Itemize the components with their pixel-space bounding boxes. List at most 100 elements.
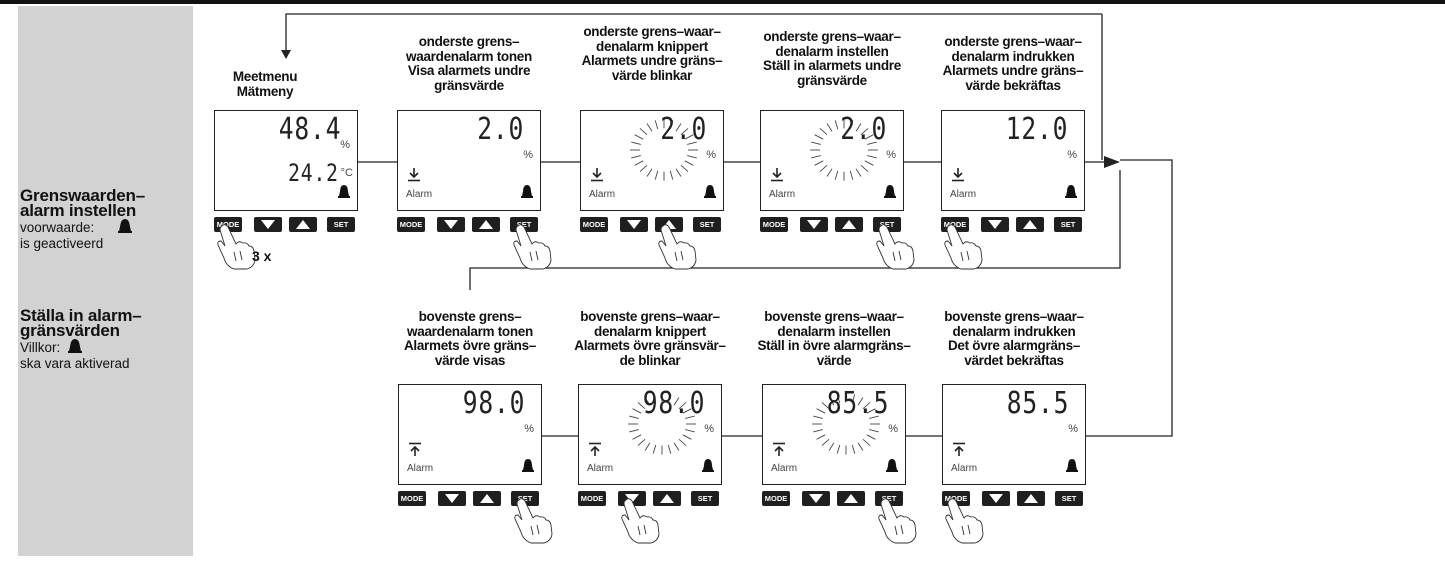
step-caption: MeetmenuMätmeny — [170, 70, 360, 99]
arrow-down-icon — [989, 494, 1003, 503]
arrow-down-icon — [988, 220, 1002, 229]
mode-button[interactable]: MODE — [762, 491, 790, 506]
caption-line: Ställ in alarmets undre — [737, 59, 927, 74]
down-button[interactable] — [981, 217, 1009, 232]
mode-button-label: MODE — [762, 491, 790, 506]
down-button[interactable] — [254, 217, 282, 232]
up-button[interactable] — [473, 491, 501, 506]
lcd-unit: % — [1068, 423, 1078, 435]
caption-line: denalarm indrukken — [918, 50, 1108, 65]
set-button[interactable]: SET — [1054, 217, 1082, 232]
mode-button[interactable]: MODE — [760, 217, 788, 232]
bell-icon — [521, 458, 535, 478]
down-button[interactable] — [800, 217, 828, 232]
mode-button-label: MODE — [578, 491, 606, 506]
alarm-label: Alarm — [589, 189, 615, 200]
caption-line: Alarmets undre gräns– — [918, 64, 1108, 79]
step-caption: onderste grens–waardenalarm tonenVisa al… — [374, 35, 564, 93]
arrow-up-icon — [844, 494, 858, 503]
caption-line: värde visas — [375, 354, 565, 369]
lcd-value: 2.0 — [477, 115, 524, 145]
mode-button[interactable]: MODE — [397, 217, 425, 232]
arrow-up-icon — [842, 220, 856, 229]
hand-pointer-icon — [508, 222, 554, 275]
arrow-down-icon — [807, 220, 821, 229]
caption-line: denalarm knippert — [555, 325, 745, 340]
bell-icon — [1065, 458, 1079, 478]
bell-icon — [885, 458, 899, 478]
down-button[interactable] — [438, 491, 466, 506]
mode-button[interactable]: MODE — [398, 491, 426, 506]
lcd-value: 85.5 — [826, 389, 889, 419]
down-button[interactable] — [802, 491, 830, 506]
alarm-label: Alarm — [950, 189, 976, 200]
up-button[interactable] — [289, 217, 317, 232]
caption-line: Alarmets övre gränsvär– — [555, 339, 745, 354]
lcd-display: 85.5%Alarm — [762, 384, 906, 485]
set-button[interactable]: SET — [1055, 491, 1083, 506]
bell-icon — [701, 458, 715, 478]
caption-line: Det övre alarmgräns– — [919, 339, 1109, 354]
up-button[interactable] — [835, 217, 863, 232]
lcd-display: 2.0%Alarm — [760, 110, 904, 211]
alarm-label: Alarm — [407, 463, 433, 474]
hand-pointer-icon — [939, 222, 985, 275]
down-button[interactable] — [620, 217, 648, 232]
lcd-value: 2.0 — [840, 115, 887, 145]
alarm-label: Alarm — [406, 189, 432, 200]
arrow-down-icon — [627, 220, 641, 229]
lcd-value: 98.0 — [642, 389, 705, 419]
lcd-unit: % — [524, 423, 534, 435]
caption-line: gränsvärde — [374, 79, 564, 94]
up-button[interactable] — [1017, 491, 1045, 506]
caption-line: onderste grens– — [374, 35, 564, 50]
lcd-value: 98.0 — [462, 389, 525, 419]
mode-button[interactable]: MODE — [578, 491, 606, 506]
caption-line: de blinkar — [555, 354, 745, 369]
arrow-up-icon — [1024, 494, 1038, 503]
arrow-down-icon — [809, 494, 823, 503]
lcd-display: 48.4%24.2°C — [214, 110, 358, 211]
upper-limit-icon — [409, 442, 421, 459]
set-button[interactable]: SET — [691, 491, 719, 506]
arrow-up-icon — [296, 220, 310, 229]
up-button[interactable] — [837, 491, 865, 506]
caption-line: denalarm instellen — [737, 45, 927, 60]
lower-limit-icon — [952, 168, 964, 185]
caption-line: waardenalarm tonen — [374, 50, 564, 65]
lcd-value: 12.0 — [1005, 115, 1068, 145]
alarm-label: Alarm — [587, 463, 613, 474]
caption-line: onderste grens–waar– — [557, 25, 747, 40]
arrow-up-icon — [480, 494, 494, 503]
lcd-unit: % — [886, 149, 896, 161]
lcd-display: 2.0% Alarm — [397, 110, 541, 211]
hand-pointer-icon — [940, 496, 986, 549]
caption-line: denalarm instellen — [739, 325, 929, 340]
caption-line: Ställ in övre alarmgräns– — [739, 339, 929, 354]
lcd-display: 2.0%Alarm — [580, 110, 724, 211]
caption-line: bovenste grens–waar– — [555, 310, 745, 325]
set-button[interactable]: SET — [327, 217, 355, 232]
caption-line: värdet bekräftas — [919, 354, 1109, 369]
mode-button-label: MODE — [580, 217, 608, 232]
alarm-label: Alarm — [771, 463, 797, 474]
up-button[interactable] — [472, 217, 500, 232]
mode-button[interactable]: MODE — [580, 217, 608, 232]
caption-line: Meetmenu — [170, 70, 360, 85]
caption-line: värde — [739, 354, 929, 369]
mode-button-label: MODE — [397, 217, 425, 232]
down-button[interactable] — [982, 491, 1010, 506]
press-count-label: 3 x — [252, 248, 271, 264]
arrow-up-icon — [479, 220, 493, 229]
down-button[interactable] — [437, 217, 465, 232]
step-caption: bovenste grens–waardenalarm tonenAlarmet… — [375, 310, 565, 368]
caption-line: bovenste grens– — [375, 310, 565, 325]
lcd-unit: % — [523, 149, 533, 161]
caption-line: bovenste grens–waar– — [739, 310, 929, 325]
up-button[interactable] — [1016, 217, 1044, 232]
arrow-down-icon — [261, 220, 275, 229]
bell-icon — [1064, 184, 1078, 204]
